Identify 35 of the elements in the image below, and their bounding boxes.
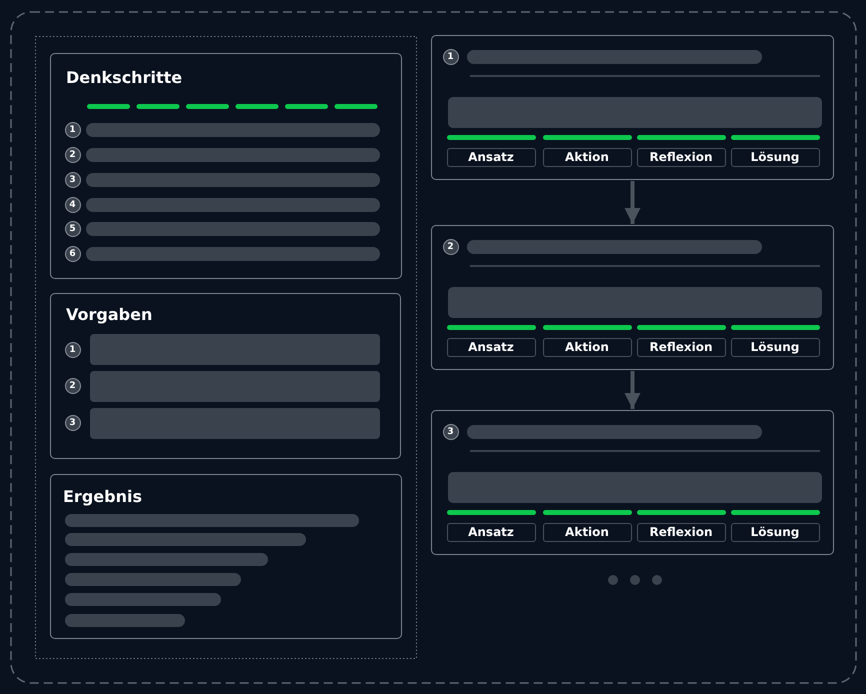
phase-tag: Ansatz [446,338,536,356]
step-number: 3 [64,172,80,188]
phase-tag: Ansatz [446,522,536,542]
phase-tag: Lösung [730,148,820,166]
section-heading: Ergebnis [63,487,142,506]
phase-tag: Ansatz [446,148,536,166]
phase-tag: Reflexion [636,522,726,542]
step-number: 2 [442,238,458,254]
section-panel [50,293,401,459]
step-number: 1 [64,342,80,358]
arrow [624,371,640,409]
section-panel [50,474,402,639]
phase-tag: Aktion [542,148,632,166]
step-card [431,35,834,180]
step-number: 3 [64,414,80,430]
step-number: 6 [64,246,80,262]
step-number: 4 [64,196,80,212]
step-number: 1 [442,48,458,64]
step-card [431,225,834,370]
section-panel [50,53,402,279]
phase-tag: Reflexion [636,338,726,356]
phase-tag: Reflexion [636,148,726,166]
step-number: 5 [64,220,80,236]
step-number: 3 [442,424,458,440]
phase-tag: Aktion [542,522,632,542]
section-heading: Denkschritte [66,68,182,87]
phase-tag: Lösung [730,338,820,356]
section-heading: Vorgaben [66,305,152,324]
phase-tag: Aktion [542,338,632,356]
step-number: 1 [64,122,80,138]
phase-tag: Lösung [730,522,820,542]
arrow [624,181,640,224]
step-card [431,410,834,555]
step-number: 2 [64,146,80,162]
step-number: 2 [64,378,80,394]
